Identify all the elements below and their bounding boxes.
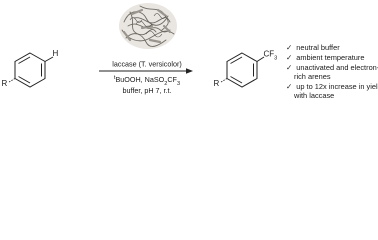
feature-ambient-temperature: ambient temperature: [296, 53, 364, 62]
feature-unactivated-arenes: unactivated and electron-: [296, 63, 378, 72]
check-icon: ✓: [286, 53, 292, 62]
reactant-molecule: H R: [2, 49, 59, 88]
reagents-subscript-3: 3: [177, 81, 180, 87]
reactant-h-label: H: [53, 49, 59, 58]
enzyme-structure-image: [119, 3, 177, 49]
product-cf3-label: CF3: [264, 50, 278, 62]
reagents-tert-prefix: t: [114, 75, 116, 81]
svg-text:✓ ambient temperature: ✓ ambient temperature: [286, 53, 364, 62]
feature-yield-increase-cont: with laccase: [293, 91, 334, 100]
product-cf3-bond: [256, 56, 265, 62]
catalyst-label: laccase (T. versicolor): [112, 60, 182, 69]
feature-list: ✓ neutral buffer ✓ ambient temperature ✓…: [286, 43, 378, 100]
check-icon: ✓: [286, 82, 292, 91]
buffer-label: buffer, pH 7, r.t.: [122, 86, 171, 95]
product-molecule: CF3 R: [214, 50, 278, 89]
reaction-scheme: H R laccase (T. versicolor) tBuOOH, NaSO…: [2, 3, 378, 100]
check-icon: ✓: [286, 63, 292, 72]
reagents-subscript-2: 2: [164, 81, 167, 87]
reagents-cf-text: CF: [167, 75, 177, 84]
svg-text:rich arenes: rich arenes: [294, 72, 331, 81]
check-icon: ✓: [286, 43, 292, 52]
product-r-bond: [220, 78, 228, 83]
svg-text:✓ unactivated and electr: ✓ unactivated and electron-: [286, 63, 378, 72]
product-subscript-3: 3: [274, 56, 277, 62]
reactant-h-bond: [44, 56, 54, 62]
reactant-benzene-ring: [14, 52, 46, 88]
reagents-main-text: BuOOH, NaSO: [115, 75, 164, 84]
reactant-r-label: R: [2, 79, 8, 88]
product-benzene-ring: [226, 52, 258, 88]
svg-text:with laccase: with laccase: [293, 91, 334, 100]
product-cf-text: CF: [264, 50, 275, 59]
reaction-arrow: [99, 68, 193, 74]
svg-text:✓ up to 12x increase in: ✓ up to 12x increase in yield: [286, 82, 378, 91]
feature-unactivated-arenes-cont: rich arenes: [294, 72, 331, 81]
reactant-r-bond: [8, 78, 16, 83]
product-r-label: R: [214, 79, 220, 88]
feature-yield-increase: up to 12x increase in yield: [296, 82, 378, 91]
svg-text:✓ neutral buffer: ✓ neutral buffer: [286, 43, 340, 52]
reagents-label: tBuOOH, NaSO2CF3: [114, 75, 180, 87]
feature-neutral-buffer: neutral buffer: [296, 43, 340, 52]
